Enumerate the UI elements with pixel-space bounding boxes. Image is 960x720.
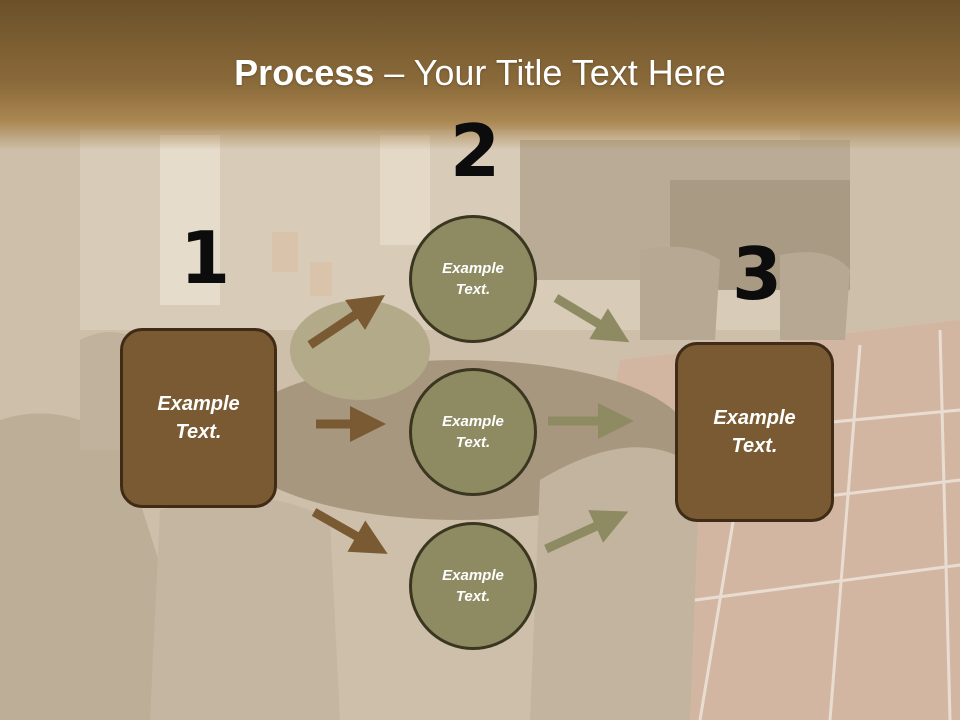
step-number-2: 2	[450, 109, 501, 193]
title-rest: – Your Title Text Here	[374, 52, 726, 93]
step-number-1: 1	[180, 216, 231, 300]
left-step-label: Example Text.	[157, 390, 239, 446]
title-bold: Process	[234, 52, 375, 93]
right-step-label-line2: Text.	[731, 435, 778, 457]
process-circle-1[interactable]: Example Text.	[409, 215, 537, 343]
arrow-to-circle-3	[311, 508, 388, 554]
circle-3-label: Example Text.	[442, 565, 504, 607]
left-step-label-line1: Example	[157, 393, 240, 415]
step-number-3: 3	[732, 232, 783, 316]
circle-1-label-line1: Example	[442, 260, 504, 277]
right-step-label: Example Text.	[713, 404, 795, 460]
process-circle-3[interactable]: Example Text.	[409, 522, 537, 650]
left-step-label-line2: Text.	[175, 421, 222, 443]
arrow-from-circle-1	[553, 294, 630, 343]
arrow-from-circle-3	[544, 510, 629, 554]
circle-2-label: Example Text.	[442, 411, 504, 453]
right-step-label-line1: Example	[713, 407, 796, 429]
left-step-box[interactable]: Example Text.	[120, 328, 277, 508]
circle-3-label-line1: Example	[442, 567, 504, 584]
process-circle-2[interactable]: Example Text.	[409, 368, 537, 496]
circle-1-label: Example Text.	[442, 258, 504, 300]
circle-2-label-line2: Text.	[455, 434, 491, 451]
right-step-box[interactable]: Example Text.	[675, 342, 834, 522]
circle-1-label-line2: Text.	[455, 281, 491, 298]
arrow-to-circle-1	[307, 295, 385, 349]
circle-2-label-line1: Example	[442, 413, 504, 430]
circle-3-label-line2: Text.	[455, 588, 491, 605]
title-band	[0, 0, 960, 150]
slide-title[interactable]: Process – Your Title Text Here	[0, 52, 960, 94]
